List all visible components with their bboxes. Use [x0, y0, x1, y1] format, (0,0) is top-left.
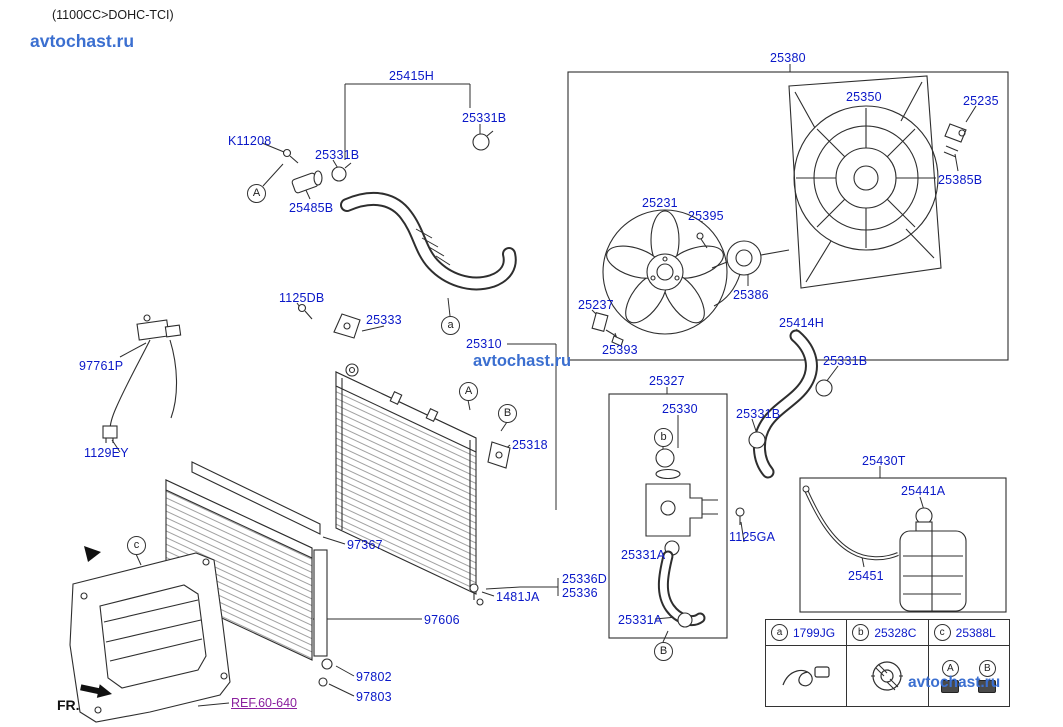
- legend-icon-cell-b: [847, 646, 929, 706]
- legend-part-a: 1799JG: [793, 625, 836, 640]
- part-label-1481JA: 1481JA: [496, 590, 540, 604]
- mount-clip-b-icon: [978, 679, 997, 693]
- legend-sub-a: A: [941, 659, 960, 693]
- part-label-25395: 25395: [688, 209, 724, 223]
- part-label-25350: 25350: [846, 90, 882, 104]
- wiring-harness: [102, 314, 182, 443]
- front-carrier: [69, 552, 231, 723]
- legend-key-a: a: [771, 624, 788, 641]
- page-title: (1100CC>DOHC-TCI): [52, 8, 174, 22]
- right-hose: [748, 329, 833, 479]
- fan-module: [567, 71, 1009, 361]
- part-label-25331B-3: 25331B: [823, 354, 868, 368]
- part-label-25441A: 25441A: [901, 484, 946, 498]
- part-label-25393: 25393: [602, 343, 638, 357]
- fr-arrow: [80, 546, 112, 698]
- part-label-25237: 25237: [578, 298, 614, 312]
- thermostat-assembly: [608, 393, 745, 639]
- part-label-K11208: K11208: [228, 134, 272, 148]
- part-label-25331B-1: 25331B: [462, 111, 507, 125]
- part-label-25310: 25310: [466, 337, 502, 351]
- part-label-25318: 25318: [512, 438, 548, 452]
- ref-60-640-link[interactable]: REF.60-640: [231, 696, 298, 710]
- part-label-25327: 25327: [649, 374, 685, 388]
- legend-cell-b: b 25328C: [847, 620, 929, 645]
- legend-sub-b: B: [978, 659, 997, 693]
- part-label-25380: 25380: [770, 51, 806, 65]
- legend-cell-a: a 1799JG: [766, 620, 848, 645]
- part-label-25331A-2: 25331A: [618, 613, 663, 627]
- part-label-25333: 25333: [366, 313, 402, 327]
- fan-resistor: [591, 312, 624, 347]
- fan-motor: [711, 240, 790, 307]
- fr-label: FR.: [57, 697, 80, 713]
- callout-A-1: A: [247, 184, 266, 203]
- part-label-25231: 25231: [642, 196, 678, 210]
- upper-hose: [282, 130, 517, 291]
- part-label-25336D: 25336D: [562, 572, 607, 586]
- part-label-25331B-4: 25331B: [736, 407, 781, 421]
- callout-B-2: B: [654, 642, 673, 661]
- part-label-97803: 97803: [356, 690, 392, 704]
- part-label-97367: 97367: [347, 538, 383, 552]
- part-label-25386: 25386: [733, 288, 769, 302]
- reservoir-tank: [799, 477, 1007, 613]
- callout-a: a: [441, 316, 460, 335]
- part-label-25385B: 25385B: [938, 173, 983, 187]
- legend-sub-key-B: B: [978, 659, 996, 677]
- legend-part-b: 25328C: [874, 625, 917, 640]
- part-label-97802: 97802: [356, 670, 392, 684]
- part-label-1129EY: 1129EY: [84, 446, 129, 460]
- part-label-25235: 25235: [963, 94, 999, 108]
- part-label-25451: 25451: [848, 569, 884, 583]
- callout-c: c: [127, 536, 146, 555]
- mount-clip-a-icon: [941, 679, 960, 693]
- carrier-arrow: [84, 546, 101, 562]
- brand-watermark-center: avtochast.ru: [473, 352, 572, 370]
- callout-b: b: [654, 428, 673, 447]
- brand-watermark-bottom: avtochast.ru: [908, 674, 1001, 691]
- part-label-25336: 25336: [562, 586, 598, 600]
- fan-screw: [696, 232, 708, 249]
- brand-watermark-top: avtochast.ru: [30, 31, 135, 51]
- condenser: [165, 461, 333, 687]
- radiator-cap-icon: [871, 661, 904, 691]
- receiver-drier: [313, 549, 328, 657]
- fan-shroud: [788, 75, 942, 289]
- legend-part-c: 25388L: [955, 625, 996, 640]
- wire-clip-icon: [782, 666, 830, 687]
- callout-B-1: B: [498, 404, 517, 423]
- shroud-clip: [943, 123, 967, 158]
- legend-table: a 1799JG b 25328C c 25388L: [765, 619, 1010, 707]
- fan-impeller: [602, 209, 728, 335]
- legend-icon-cell-a: [766, 646, 848, 706]
- part-label-25415H: 25415H: [389, 69, 434, 83]
- legend-key-c: c: [933, 624, 951, 641]
- part-label-1125DB: 1125DB: [279, 291, 325, 305]
- legend-key-b: b: [852, 624, 870, 641]
- part-label-97606: 97606: [424, 613, 460, 627]
- part-label-25485B: 25485B: [289, 201, 334, 215]
- legend-cell-c: c 25388L: [929, 620, 1009, 645]
- part-label-25330: 25330: [662, 402, 698, 416]
- radiator: [297, 303, 511, 606]
- legend-icon-cell-c: A B: [929, 646, 1009, 706]
- part-label-25331A-1: 25331A: [621, 548, 666, 562]
- part-label-25430T: 25430T: [862, 454, 906, 468]
- part-label-25414H: 25414H: [779, 316, 824, 330]
- legend-sub-key-A: A: [941, 659, 959, 677]
- callout-A-2: A: [459, 382, 478, 401]
- part-label-1125GA: 1125GA: [729, 530, 776, 544]
- part-label-25331B-2: 25331B: [315, 148, 360, 162]
- part-label-97761P: 97761P: [79, 359, 124, 373]
